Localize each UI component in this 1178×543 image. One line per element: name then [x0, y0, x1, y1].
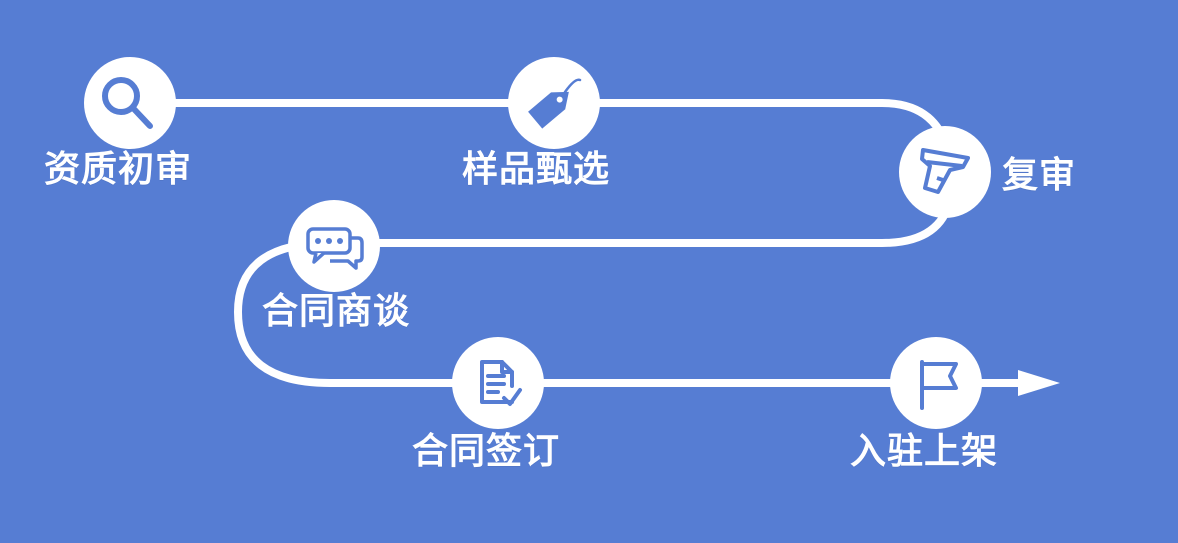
flow-arrowhead: [1018, 370, 1060, 396]
flow-path: [126, 99, 1024, 387]
step-node-2: [508, 57, 600, 149]
step-label-2: 样品甄选: [462, 149, 611, 190]
step-node-4: [288, 200, 380, 292]
document-check-icon: [480, 360, 522, 406]
step-label-1: 资质初审: [44, 149, 193, 190]
search-icon: [102, 77, 153, 129]
flashlight-icon: [920, 148, 970, 194]
step-label-5: 合同签订: [412, 431, 561, 472]
step-label-4: 合同商谈: [262, 291, 411, 332]
step-node-6: [890, 337, 982, 429]
step-label-3: 复审: [1002, 155, 1077, 196]
chat-bubbles-icon: [306, 227, 364, 270]
flag-icon: [920, 360, 958, 410]
step-label-6: 入驻上架: [850, 431, 999, 472]
price-tag-icon: [528, 78, 582, 129]
step-node-5: [452, 337, 544, 429]
step-node-3: [899, 126, 991, 218]
step-node-1: [84, 57, 176, 149]
